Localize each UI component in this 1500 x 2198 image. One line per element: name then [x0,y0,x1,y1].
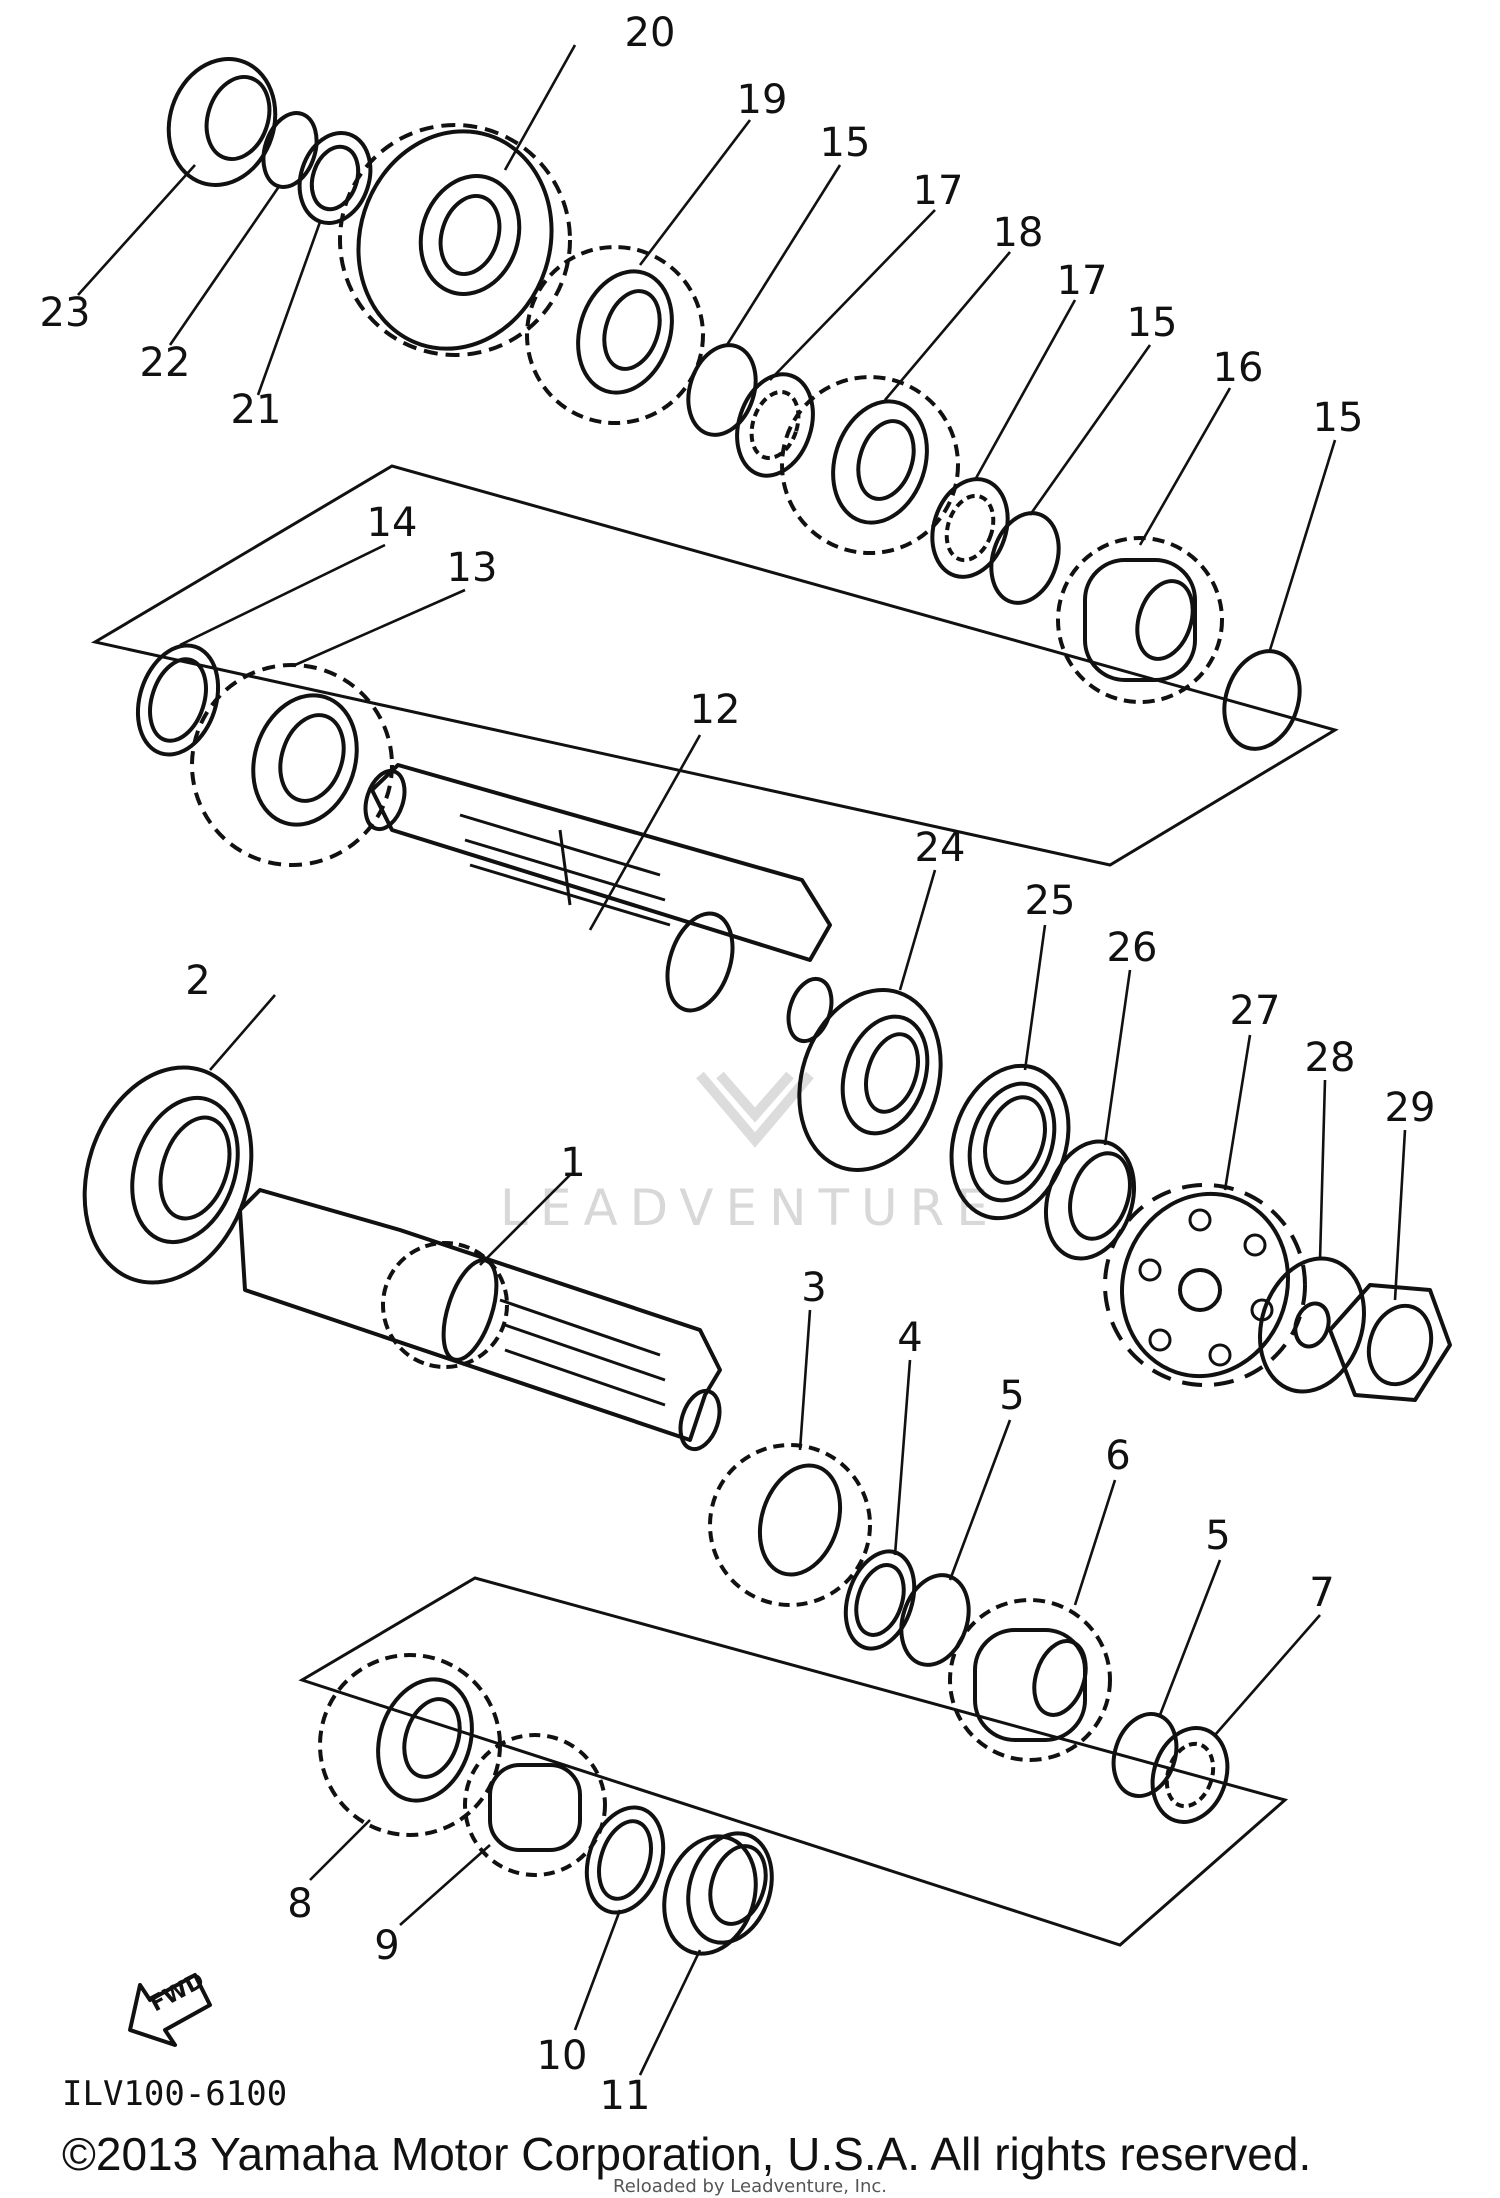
part-15-circlip-a [686,343,758,437]
callout-12: 12 [690,687,741,733]
callout-4: 4 [897,1315,922,1361]
part-27-drive-sprocket [1103,1183,1307,1387]
part-7-toothed-washer [1150,1726,1230,1824]
watermark: LEADVENTURE [500,1071,1000,1237]
part-9-gear [463,1733,607,1877]
part-28-lock-washer [1258,1256,1366,1394]
callout-numbers: 2 1 3 4 5 6 5 7 8 9 10 11 12 13 14 15 15… [40,10,1436,2119]
callout-9: 9 [374,1923,399,1969]
callout-27: 27 [1230,988,1281,1034]
copyright-notice: ©2013 Yamaha Motor Corporation, U.S.A. A… [62,2128,1311,2180]
callout-29: 29 [1385,1085,1436,1131]
callout-17-b: 17 [1057,258,1108,304]
callout-3: 3 [801,1265,826,1311]
callout-15-a: 15 [820,120,871,166]
watermark-text: LEADVENTURE [500,1179,1000,1237]
fwd-arrow-icon: FWD [128,1968,212,2047]
part-4-washer [843,1549,917,1651]
credit-line: Reloaded by Leadventure, Inc. [613,2176,887,2197]
part-29-nut [1328,1283,1452,1402]
part-22-circlip [261,111,319,189]
callout-23: 23 [40,290,91,336]
part-12-countershaft [363,763,834,1044]
countershaft-gear-group-outline [90,464,1339,867]
callout-10: 10 [537,2033,588,2079]
part-1-main-axle [238,1188,722,1452]
leader-lines [77,44,1407,2076]
part-18-gear [780,375,960,555]
part-10-washer [584,1805,666,1915]
part-26-collar [1043,1139,1137,1261]
callout-2: 2 [185,958,210,1004]
part-2-bearing [82,1065,254,1285]
part-20-gear [338,123,572,357]
callout-7: 7 [1309,1570,1334,1616]
part-3-gear [708,1443,872,1607]
callout-6: 6 [1105,1433,1130,1479]
part-19-gear [525,245,705,425]
part-5-circlip-b [1111,1711,1179,1799]
part-13-gear [190,663,394,867]
part-17-toothed-washer-b [930,477,1010,579]
callout-8: 8 [287,1881,312,1927]
callout-14: 14 [367,500,418,546]
callout-28: 28 [1305,1035,1356,1081]
part-16-gear [1056,536,1224,704]
callout-5-b: 5 [1205,1513,1230,1559]
callout-19: 19 [737,77,788,123]
part-15-circlip-b [989,511,1061,605]
part-8-gear [318,1653,502,1837]
callout-16: 16 [1213,345,1264,391]
callout-15-c: 15 [1313,395,1364,441]
part-17-toothed-washer-a [735,372,815,478]
part-23-bearing [166,57,278,187]
drawing-code: ILV100-6100 [62,2074,287,2114]
callout-17-a: 17 [913,168,964,214]
callout-1: 1 [560,1140,585,1186]
part-24-bearing [797,988,943,1172]
callout-18: 18 [993,210,1044,256]
callout-13: 13 [447,545,498,591]
part-15-circlip-c [1222,649,1302,751]
part-11-bush [662,1831,774,1956]
part-5-circlip-a [899,1573,971,1667]
callout-20: 20 [625,10,676,56]
callout-26: 26 [1107,925,1158,971]
callout-25: 25 [1025,878,1076,924]
part-6-gear [948,1598,1112,1762]
callout-15-b: 15 [1127,300,1178,346]
callout-11: 11 [600,2073,651,2119]
part-14-washer [135,643,221,757]
callout-24: 24 [915,825,966,871]
callout-21: 21 [231,387,282,433]
mainshaft-gear-group-outline [298,1576,1289,1947]
callout-5-a: 5 [999,1373,1024,1419]
callout-22: 22 [140,340,191,386]
